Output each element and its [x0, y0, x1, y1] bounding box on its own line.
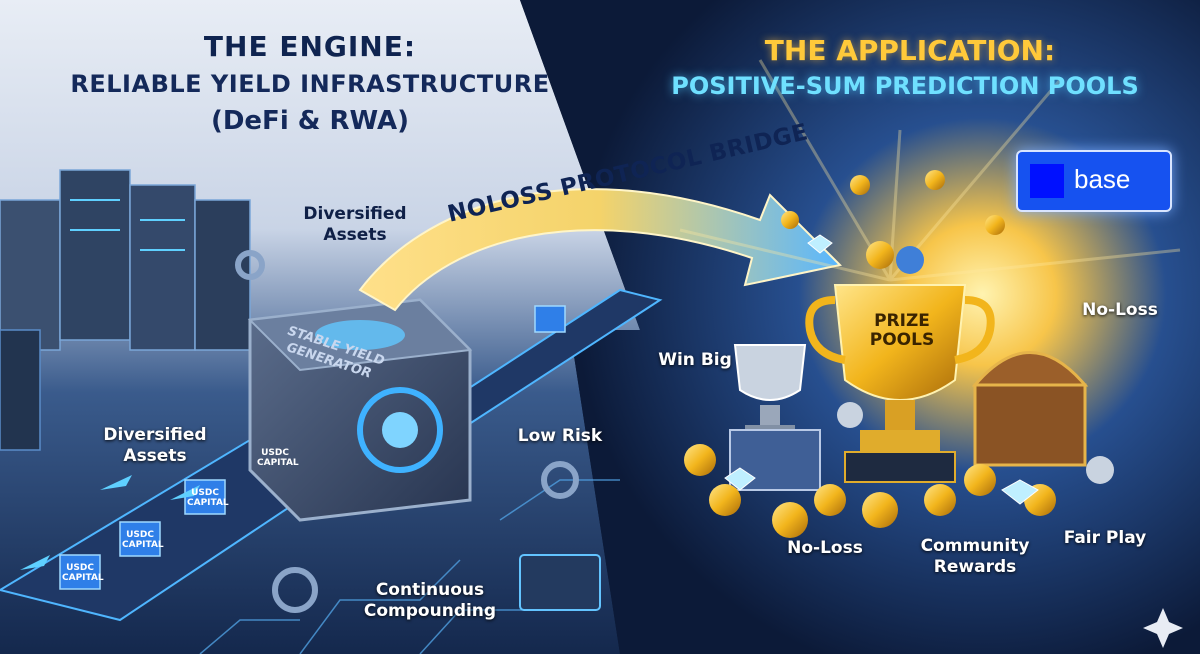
light-rays [679, 59, 1181, 282]
usdc-token-label: USDC CAPITAL [122, 530, 164, 550]
usdc-token-label: USDC CAPITAL [62, 563, 104, 583]
usdc-token-label: USDC CAPITAL [187, 488, 229, 508]
label-continuous-compounding: Continuous Compounding [363, 580, 497, 621]
gear-icon [235, 250, 579, 613]
yield-generator [247, 298, 473, 522]
label-fair-play: Fair Play [1063, 528, 1147, 548]
label-no-loss-bottom: No-Loss [787, 538, 863, 558]
right-title-line2: POSITIVE-SUM PREDICTION POOLS [671, 72, 1139, 100]
server-racks [0, 169, 251, 451]
trophy-label: PRIZE POOLS [869, 311, 935, 350]
label-community-rewards: Community Rewards [920, 536, 1030, 577]
label-diversified-assets-left: Diversified Assets [103, 425, 207, 466]
treasure-chest [971, 351, 1089, 467]
circuit-lines [199, 479, 620, 654]
coin-pile [684, 170, 1114, 538]
label-no-loss-top: No-Loss [1082, 300, 1158, 320]
base-badge-text: base [1074, 164, 1131, 194]
left-title-line3: (DeFi & RWA) [210, 106, 410, 136]
label-win-big: Win Big [658, 350, 732, 370]
chip-icon [519, 554, 601, 611]
left-title-line2: RELIABLE YIELD INFRASTRUCTURE [70, 70, 550, 98]
label-diversified-assets-top: Diversified Assets [303, 204, 407, 245]
right-title-line1: THE APPLICATION: [764, 34, 1056, 67]
base-logo-icon [1030, 164, 1064, 198]
base-badge: base [1016, 150, 1172, 212]
usdc-token-label: USDC CAPITAL [257, 448, 299, 468]
protocol-bridge [358, 188, 843, 312]
diamond-icon [724, 234, 1039, 505]
gold-trophy [805, 284, 995, 483]
label-low-risk: Low Risk [517, 426, 603, 446]
sparkle-icon [1143, 608, 1183, 648]
left-title-line1: THE ENGINE: [203, 30, 417, 63]
